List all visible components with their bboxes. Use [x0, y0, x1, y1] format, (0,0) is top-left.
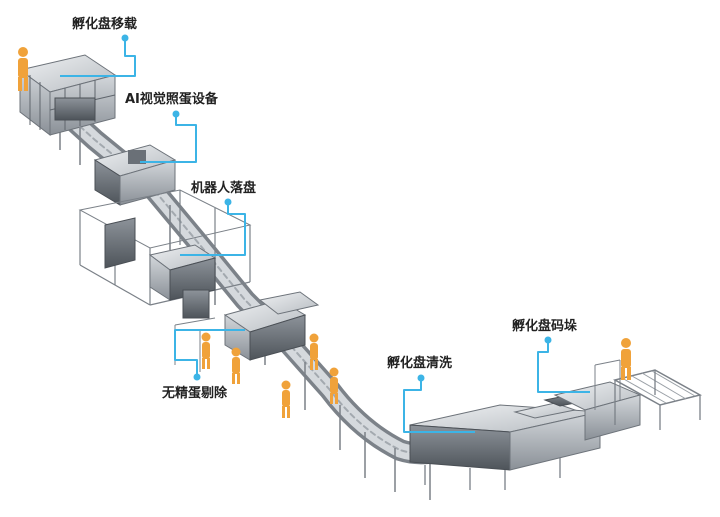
callout-line-removal — [174, 329, 245, 377]
callout-line-washing — [403, 378, 475, 433]
worker-figure — [621, 338, 631, 380]
label-ai-candling: AI视觉照蛋设备 — [125, 92, 218, 107]
callout-dots — [121, 34, 552, 382]
stacking-station — [553, 338, 703, 441]
washing-station — [409, 391, 602, 490]
callout-line-robot — [180, 202, 246, 256]
callout-lines — [60, 38, 590, 433]
worker-figure — [18, 47, 28, 91]
label-infertile-removal: 无精蛋剔除 — [162, 386, 228, 401]
main-conveyor — [29, 79, 481, 465]
label-robot-tray-drop: 机器人落盘 — [191, 181, 257, 196]
label-tray-transfer: 孵化盘移载 — [72, 17, 138, 32]
label-tray-washing: 孵化盘清洗 — [387, 356, 453, 371]
worker-figures — [201, 332, 339, 418]
callout-line-stacking — [537, 340, 590, 393]
robot-station — [78, 189, 252, 319]
callout-line-tray-transfer — [60, 38, 136, 77]
tray-transfer-station — [18, 47, 117, 137]
callout-line-ai-candling — [140, 114, 197, 163]
removal-station — [174, 291, 320, 372]
label-tray-stacking: 孵化盘码垛 — [512, 319, 578, 334]
